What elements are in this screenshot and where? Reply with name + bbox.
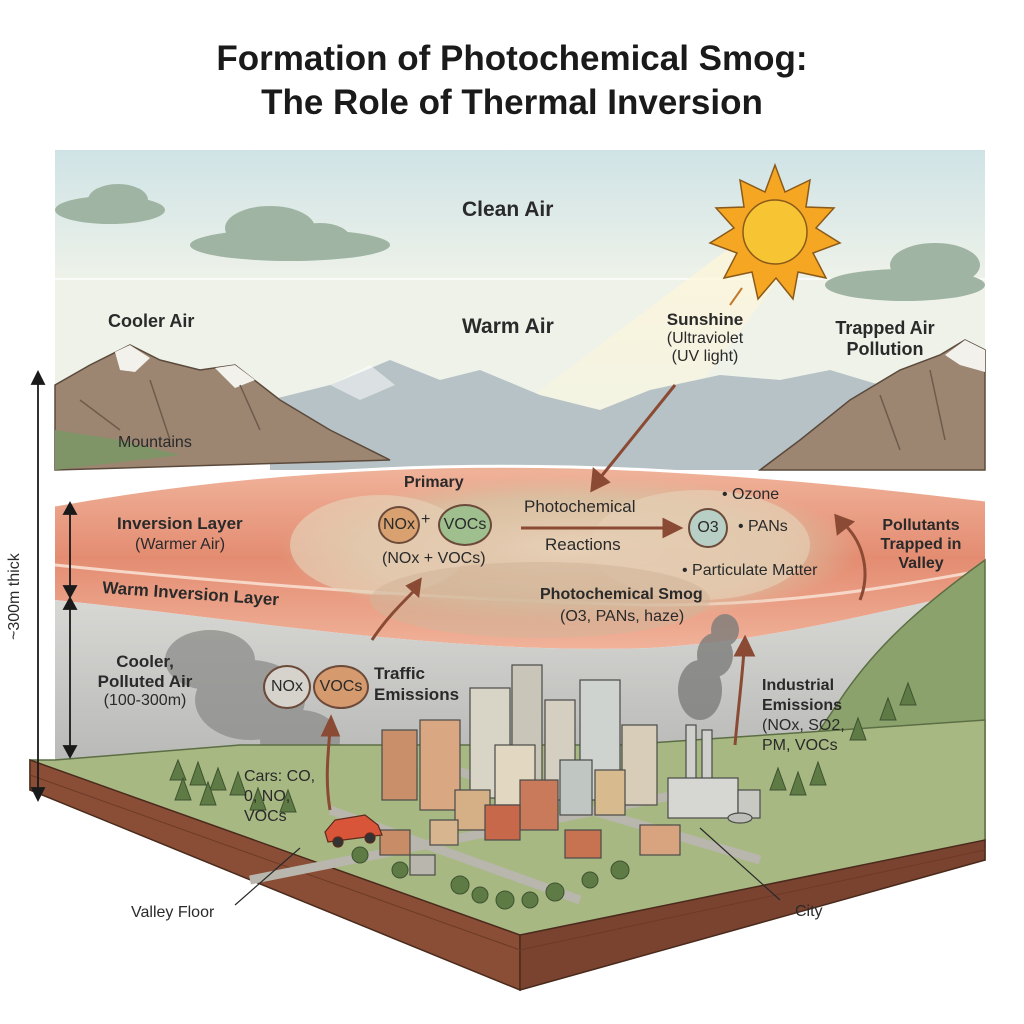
traffic-line-1: Traffic: [374, 664, 426, 683]
warm-air-label: Warm Air: [462, 315, 554, 338]
clean-air-label: Clean Air: [462, 198, 554, 221]
nox-bubble-text: NOx: [383, 516, 415, 533]
soil-front-right: [519, 839, 986, 991]
cars-line-3: VOCs: [244, 808, 287, 825]
trapped-air-label: Trapped Air Pollution: [820, 318, 950, 360]
mountain-right: [757, 339, 986, 471]
industrial-line-1: Industrial: [762, 677, 835, 694]
trees-front: [351, 846, 630, 910]
polluted-air-arrow: [62, 596, 78, 759]
pollutants-line-3: Valley: [898, 555, 944, 572]
mountains-label: Mountains: [118, 434, 192, 451]
industrial-line-3: (NOx, SO2,: [762, 717, 845, 734]
vocs-bubble-text: VOCs: [443, 516, 487, 533]
pollutants-line-2: Trapped in: [880, 536, 962, 553]
valley-floor-leader: [234, 847, 301, 906]
inversion-layer-sub: (Warmer Air): [135, 536, 226, 553]
trees-left: [169, 758, 297, 813]
city-leader: [699, 827, 781, 901]
cooler-polluted-line-1: Cooler,: [116, 652, 174, 671]
factory-icon: [667, 724, 761, 824]
distant-mountains: [270, 360, 920, 470]
traffic-vocs-bubble: VOCs: [313, 665, 369, 709]
city-label: City: [795, 903, 823, 920]
smog-title: Photochemical Smog: [540, 586, 703, 603]
cars-line-1: Cars: CO,: [244, 768, 316, 785]
thickness-label: ~300m thick: [6, 553, 23, 640]
cooler-polluted-line-3: (100-300m): [103, 692, 187, 709]
cooler-polluted-label: Cooler, Polluted Air (100-300m): [90, 652, 200, 710]
process-arrows: [320, 384, 867, 811]
cars-label: Cars: CO, 0, NO, VOCs: [244, 767, 315, 827]
cars-line-2: 0, NO,: [244, 788, 291, 805]
primary-label: Primary: [404, 474, 464, 491]
particulate-bullet: • Particulate Matter: [682, 562, 818, 579]
photochemical-label: Photochemical: [524, 497, 636, 516]
pollutants-trapped-label: Pollutants Trapped in Valley: [866, 516, 976, 573]
plus-sign: +: [421, 511, 431, 528]
cooler-polluted-line-2: Polluted Air: [97, 672, 193, 691]
traffic-line-2: Emissions: [374, 685, 460, 704]
cloud-right: [825, 243, 985, 301]
trees-right: [769, 681, 917, 796]
nox-bubble: NOx: [378, 506, 420, 544]
inversion-layer-label: Inversion Layer: [117, 514, 243, 533]
city-buildings: [379, 664, 681, 876]
cloud-left: [55, 184, 165, 224]
pans-bullet: • PANs: [738, 518, 788, 535]
vocs-bubble: VOCs: [438, 504, 492, 546]
title-line-2: The Role of Thermal Inversion: [261, 83, 763, 122]
o3-bubble: O3: [688, 508, 728, 548]
traffic-nox-bubble: NOx: [263, 665, 311, 709]
industrial-line-4: PM, VOCs: [762, 737, 838, 754]
traffic-nox-text: NOx: [271, 678, 303, 695]
thickness-arrow: [30, 369, 46, 803]
ozone-bullet: • Ozone: [722, 486, 780, 503]
cooler-air-label: Cooler Air: [108, 311, 195, 331]
primary-formula: (NOx + VOCs): [382, 550, 486, 567]
industrial-emissions-label: Industrial Emissions (NOx, SO2, PM, VOCs: [762, 676, 845, 756]
o3-bubble-text: O3: [697, 519, 719, 536]
sunshine-dash: [729, 287, 743, 306]
sunshine-label: Sunshine (Ultraviolet (UV light): [640, 310, 770, 366]
sunshine-title: Sunshine: [666, 310, 744, 329]
trapped-air-line-2: Pollution: [846, 339, 924, 359]
inversion-arrow: [62, 501, 78, 599]
trapped-air-line-1: Trapped Air: [835, 318, 935, 338]
traffic-emissions-label: Traffic Emissions: [374, 663, 459, 705]
cloud-mid: [190, 206, 390, 261]
sun-icon: [708, 162, 842, 301]
traffic-vocs-text: VOCs: [319, 678, 363, 695]
sunshine-sub-2: (UV light): [671, 348, 739, 365]
industrial-smoke: [678, 614, 739, 720]
valley-floor-label: Valley Floor: [131, 904, 215, 921]
smog-sub: (O3, PANs, haze): [560, 608, 685, 625]
reactions-label: Reactions: [545, 535, 621, 554]
title-line-1: Formation of Photochemical Smog:: [216, 39, 808, 78]
car-icon: [324, 814, 383, 848]
pollutants-line-1: Pollutants: [882, 517, 960, 534]
sky-clean-air: [55, 150, 985, 280]
sunshine-sub-1: (Ultraviolet: [666, 330, 744, 347]
industrial-line-2: Emissions: [762, 697, 843, 714]
